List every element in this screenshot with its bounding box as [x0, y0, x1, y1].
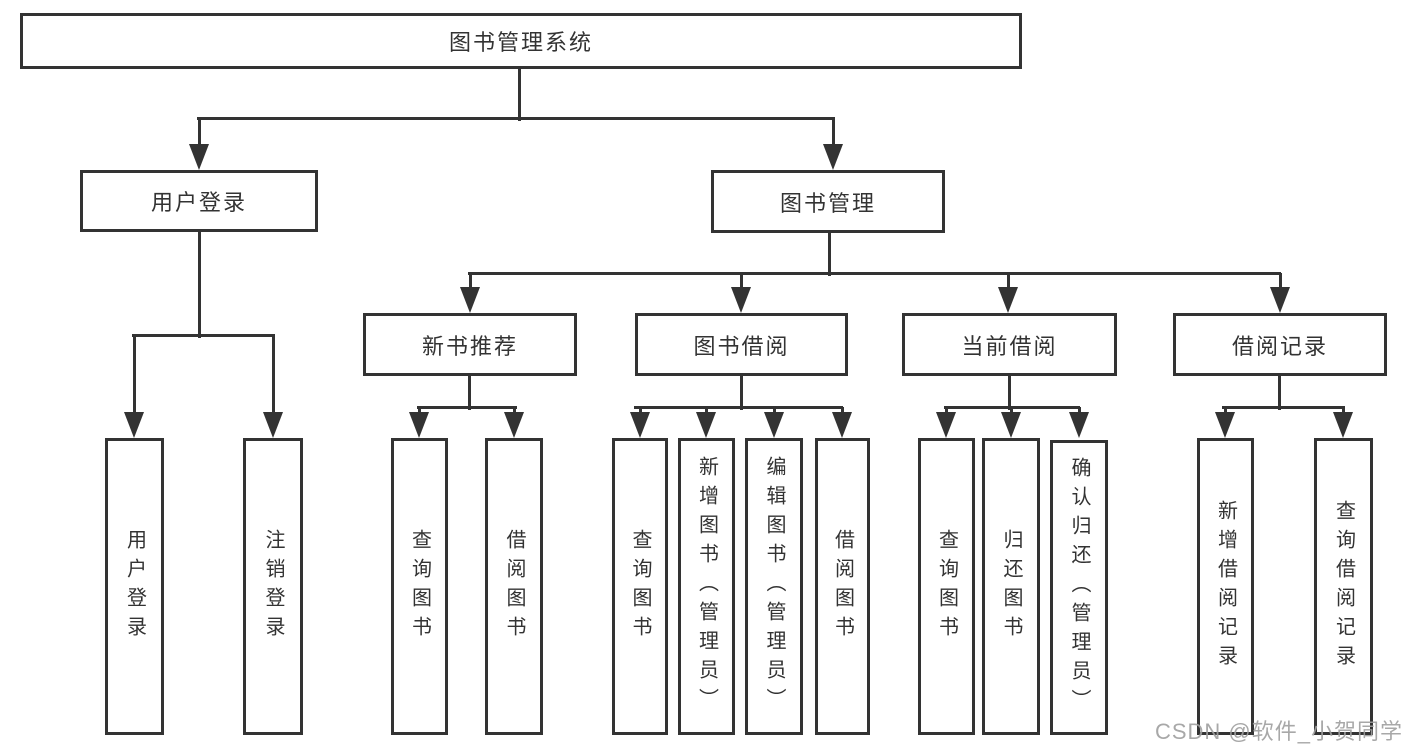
watermark: CSDN @软件_小贺同学: [1154, 719, 1403, 744]
connector-line: [828, 233, 831, 276]
leaf-query-books-borrow: 查询图书: [612, 438, 668, 735]
connector-line: [773, 407, 776, 416]
leaf-add-borrow-record-label: 新增借阅记录: [1214, 499, 1237, 674]
leaf-query-borrow-record: 查询借阅记录: [1314, 438, 1373, 735]
connector-line: [1007, 273, 1010, 291]
connector-line: [468, 272, 1281, 275]
connector-line: [841, 407, 844, 416]
connector-line: [132, 334, 275, 337]
arrowhead-icon: [936, 412, 956, 438]
arrowhead-icon: [764, 412, 784, 438]
leaf-logout-label: 注销登录: [262, 528, 284, 645]
leaf-borrow-books: 借阅图书: [815, 438, 870, 735]
connector-line: [418, 407, 421, 416]
leaf-logout: 注销登录: [243, 438, 303, 735]
arrowhead-icon: [823, 144, 843, 170]
connector-line: [832, 118, 835, 148]
leaf-user-login: 用户登录: [105, 438, 164, 735]
arrowhead-icon: [409, 412, 429, 438]
node-book-management: 图书管理: [711, 170, 945, 233]
connector-line: [468, 376, 471, 410]
node-user-login: 用户登录: [80, 170, 318, 232]
node-new-book-recommend: 新书推荐: [363, 313, 577, 376]
connector-line: [945, 407, 948, 416]
connector-line: [740, 375, 743, 410]
leaf-add-book-admin: 新增图书（管理员）: [678, 438, 735, 735]
node-book-management-label: 图书管理: [779, 190, 876, 216]
node-library-management-system: 图书管理系统: [20, 13, 1022, 69]
connector-line: [1278, 376, 1281, 410]
leaf-confirm-return-admin-label: 确认归还（管理员）: [1068, 457, 1090, 718]
leaf-borrow-books-recommend: 借阅图书: [485, 438, 543, 735]
arrowhead-icon: [1215, 412, 1235, 438]
leaf-edit-book-admin: 编辑图书（管理员）: [745, 438, 803, 735]
arrowhead-icon: [460, 287, 480, 313]
leaf-borrow-books-recommend-label: 借阅图书: [503, 528, 525, 645]
connector-line: [634, 406, 843, 409]
connector-line: [1008, 376, 1011, 410]
leaf-query-books-recommend: 查询图书: [391, 438, 448, 735]
node-book-borrow-label: 图书借阅: [693, 333, 790, 359]
arrowhead-icon: [124, 412, 144, 438]
leaf-add-borrow-record: 新增借阅记录: [1197, 438, 1254, 735]
connector-line: [1078, 407, 1081, 416]
connector-line: [198, 232, 201, 338]
connector-line: [417, 406, 517, 409]
leaf-query-borrow-record-label: 查询借阅记录: [1332, 499, 1355, 674]
node-user-login-label: 用户登录: [150, 190, 247, 215]
connector-line: [1222, 406, 1345, 409]
leaf-confirm-return-admin: 确认归还（管理员）: [1050, 440, 1108, 735]
arrowhead-icon: [1270, 287, 1290, 313]
leaf-return-books-label: 归还图书: [1000, 528, 1022, 645]
connector-line: [513, 407, 516, 416]
node-borrow-records-label: 借阅记录: [1231, 333, 1328, 359]
connector-line: [740, 273, 743, 291]
connector-line: [1279, 273, 1282, 291]
node-book-borrow: 图书借阅: [635, 313, 848, 376]
connector-line: [197, 117, 835, 120]
node-borrow-records: 借阅记录: [1173, 313, 1387, 376]
leaf-borrow-books-label: 借阅图书: [831, 528, 854, 645]
node-new-book-recommend-label: 新书推荐: [421, 333, 518, 359]
arrowhead-icon: [189, 144, 209, 170]
arrowhead-icon: [630, 412, 650, 438]
arrowhead-icon: [1001, 412, 1021, 438]
arrowhead-icon: [731, 287, 751, 313]
arrowhead-icon: [696, 412, 716, 438]
leaf-query-books-recommend-label: 查询图书: [408, 528, 431, 645]
arrowhead-icon: [998, 287, 1018, 313]
connector-line: [133, 335, 136, 416]
arrowhead-icon: [504, 412, 524, 438]
node-current-borrow: 当前借阅: [902, 313, 1117, 376]
arrowhead-icon: [1333, 412, 1353, 438]
connector-line: [1010, 407, 1013, 416]
connector-line: [518, 69, 521, 121]
leaf-query-books-current: 查询图书: [918, 438, 975, 735]
connector-line: [1224, 407, 1227, 416]
connector-line: [198, 118, 201, 148]
connector-line: [1342, 407, 1345, 416]
leaf-add-book-admin-label: 新增图书（管理员）: [695, 456, 718, 717]
leaf-edit-book-admin-label: 编辑图书（管理员）: [763, 456, 785, 717]
leaf-query-books-borrow-label: 查询图书: [629, 528, 651, 645]
node-library-management-system-label: 图书管理系统: [448, 30, 593, 55]
leaf-return-books: 归还图书: [982, 438, 1040, 735]
node-current-borrow-label: 当前借阅: [961, 333, 1058, 359]
arrowhead-icon: [832, 412, 852, 438]
connector-line: [469, 273, 472, 291]
arrowhead-icon: [263, 412, 283, 438]
leaf-user-login-label: 用户登录: [123, 528, 146, 645]
connector-line: [639, 407, 642, 416]
connector-line: [272, 335, 275, 416]
connector-line: [705, 407, 708, 416]
leaf-query-books-current-label: 查询图书: [935, 528, 958, 645]
arrowhead-icon: [1069, 412, 1089, 438]
